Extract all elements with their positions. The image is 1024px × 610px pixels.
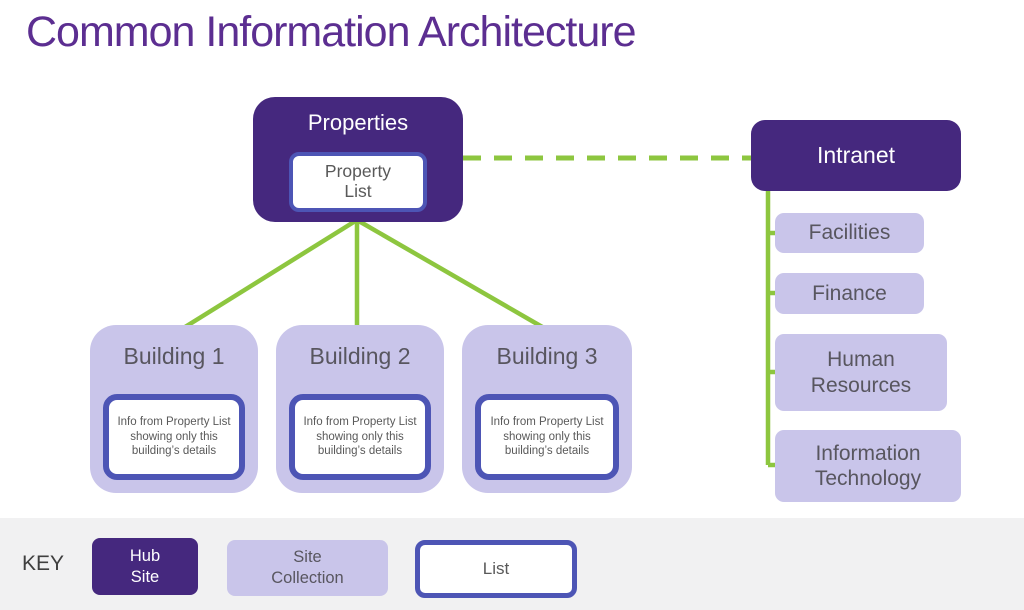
building-1-list-box: Info from Property List showing only thi… <box>103 394 245 480</box>
legend-site-collection-swatch: Site Collection <box>227 540 388 596</box>
building-2-list-text: Info from Property List showing only thi… <box>303 415 417 458</box>
building-2-site-collection: Building 2 Info from Property List showi… <box>276 325 444 493</box>
connector-properties-building-1 <box>175 218 359 334</box>
legend-strip: KEY Hub Site Site Collection List <box>0 518 1024 610</box>
finance-site-collection: Finance <box>775 273 924 314</box>
building-3-title: Building 3 <box>496 343 598 369</box>
property-list-box: Property List <box>289 152 427 212</box>
human-resources-label: Human Resources <box>810 348 912 397</box>
human-resources-site-collection: Human Resources <box>775 334 947 411</box>
building-3-site-collection: Building 3 Info from Property List showi… <box>462 325 632 493</box>
building-3-list-box: Info from Property List showing only thi… <box>475 394 619 480</box>
information-technology-site-collection: Information Technology <box>775 430 961 502</box>
information-technology-label: Information Technology <box>814 441 922 490</box>
legend-title: KEY <box>22 552 65 575</box>
legend-hub-site-label: Hub Site <box>129 546 161 586</box>
legend-hub-site-swatch: Hub Site <box>92 538 198 595</box>
building-1-title: Building 1 <box>123 343 225 369</box>
properties-hub-site-box: Properties Property List <box>253 97 463 222</box>
building-1-site-collection: Building 1 Info from Property List showi… <box>90 325 258 493</box>
property-list-label: Property List <box>324 161 392 201</box>
building-3-list-text: Info from Property List showing only thi… <box>490 415 604 458</box>
legend-list-label: List <box>482 559 510 579</box>
building-2-title: Building 2 <box>309 343 411 369</box>
facilities-site-collection: Facilities <box>775 213 924 253</box>
legend-list-swatch: List <box>415 540 577 598</box>
building-2-list-box: Info from Property List showing only thi… <box>289 394 431 480</box>
legend-site-collection-label: Site Collection <box>271 548 344 587</box>
page-title: Common Information Architecture <box>26 8 636 56</box>
connector-properties-building-3 <box>355 218 553 334</box>
properties-hub-title: Properties <box>307 110 409 135</box>
building-1-list-text: Info from Property List showing only thi… <box>117 415 231 458</box>
finance-label: Finance <box>812 281 887 305</box>
facilities-label: Facilities <box>808 221 891 245</box>
intranet-hub-title: Intranet <box>817 142 895 168</box>
intranet-hub-site-box: Intranet <box>751 120 961 191</box>
